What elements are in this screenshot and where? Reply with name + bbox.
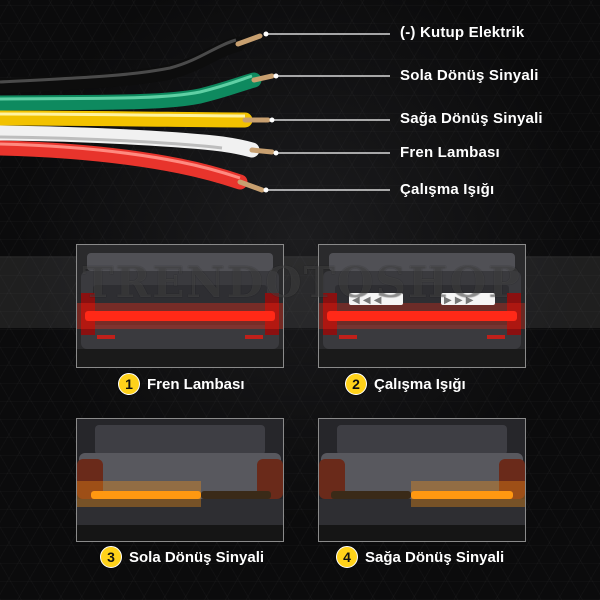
- panel-left-signal: [76, 418, 284, 542]
- caption-text: Sola Dönüş Sinyali: [129, 548, 265, 566]
- caption-2: 2 Çalışma Işığı: [345, 373, 466, 395]
- caption-text: Sağa Dönüş Sinyali: [365, 548, 505, 566]
- label-work-light: Çalışma Işığı: [400, 181, 495, 198]
- svg-text:◀ ◀ ◀: ◀ ◀ ◀: [352, 295, 382, 306]
- white-wire: [0, 125, 260, 158]
- caption-1: 1 Fren Lambası: [118, 373, 245, 395]
- number-badge: 1: [118, 373, 140, 395]
- label-ground: (-) Kutup Elektrik: [400, 24, 525, 41]
- caption-4: 4 Sağa Dönüş Sinyali: [336, 546, 504, 568]
- red-wire: [0, 140, 248, 190]
- panel-right-signal: [318, 418, 526, 542]
- black-wire: [0, 36, 246, 94]
- panel-brake-light: [76, 244, 284, 368]
- number-badge: 3: [100, 546, 122, 568]
- watermark: TRENDOTOSHOP: [82, 258, 522, 307]
- caption-3: 3 Sola Dönüş Sinyali: [100, 546, 264, 568]
- svg-text:▶ ▶ ▶: ▶ ▶ ▶: [444, 295, 474, 306]
- label-brake: Fren Lambası: [400, 144, 500, 161]
- label-right-signal: Sağa Dönüş Sinyali: [400, 110, 543, 127]
- caption-text: Çalışma Işığı: [374, 375, 466, 393]
- yellow-wire: [0, 110, 253, 128]
- panel-work-light: ◀ ◀ ◀ ▶ ▶ ▶: [318, 244, 526, 368]
- caption-text: Fren Lambası: [147, 375, 245, 393]
- number-badge: 4: [336, 546, 358, 568]
- label-left-signal: Sola Dönüş Sinyali: [400, 67, 539, 84]
- number-badge: 2: [345, 373, 367, 395]
- wire-diagram: [0, 31, 390, 193]
- green-wire: [0, 72, 262, 111]
